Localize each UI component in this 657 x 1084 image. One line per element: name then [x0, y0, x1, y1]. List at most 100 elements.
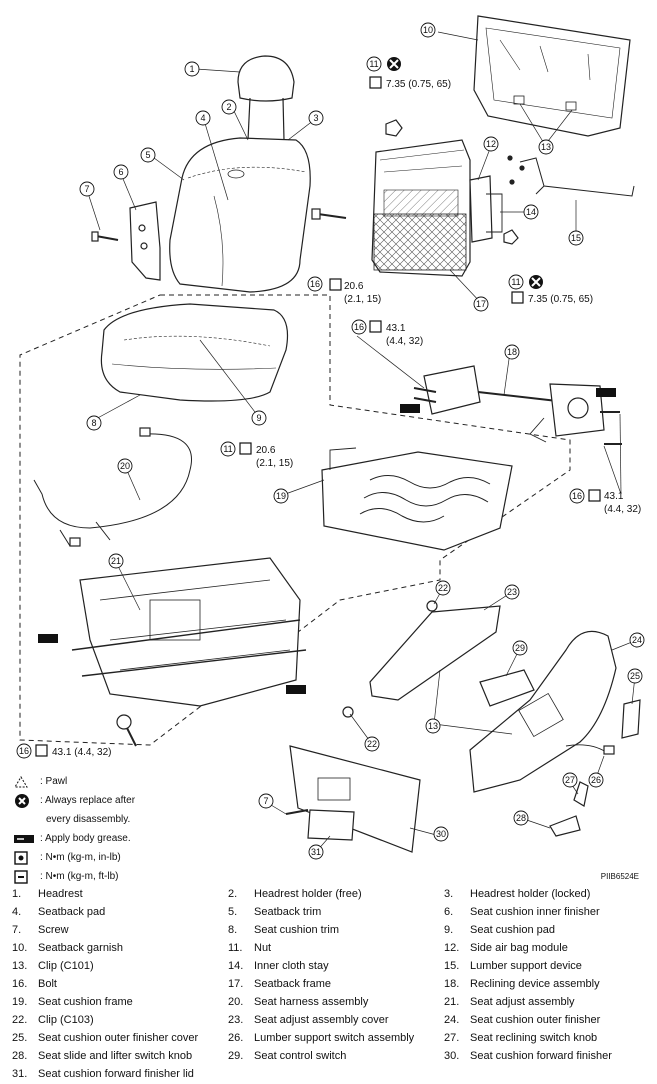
svg-text:11: 11	[369, 59, 378, 69]
part-name: Seat cushion outer finisher	[470, 1014, 601, 1026]
svg-text:6: 6	[118, 167, 123, 177]
svg-text:11: 11	[223, 444, 232, 454]
part-number: 24.	[444, 1014, 460, 1026]
part-name: Side air bag module	[470, 942, 568, 954]
svg-text:16: 16	[19, 746, 29, 756]
svg-text:1: 1	[189, 64, 194, 74]
grease-icon	[14, 834, 40, 844]
part-name: Seatback frame	[254, 978, 332, 990]
torque-icon-marks	[35, 76, 601, 757]
svg-text:2: 2	[226, 102, 231, 112]
svg-text:3: 3	[313, 113, 318, 123]
torque-ft-lb-icon	[14, 869, 40, 884]
part-name: Seat reclining switch knob	[470, 1032, 598, 1044]
part-item: 2. Headrest holder (free)	[228, 888, 362, 900]
part-number: 1.	[12, 888, 22, 900]
part-item: 4.Seatback pad	[12, 906, 105, 918]
part-item: 25.Seat cushion outer finisher cover	[12, 1032, 198, 1044]
legend-row-torque-ft-lb: : N•m (kg-m, ft-lb)	[14, 867, 264, 886]
part-name: Seat cushion trim	[254, 924, 339, 936]
grease-icon-marks	[38, 388, 616, 694]
svg-text:22: 22	[438, 583, 448, 593]
part-name: Seat cushion forward finisher lid	[38, 1068, 194, 1080]
part-item: 6.Seat cushion inner finisher	[444, 906, 600, 918]
svg-text:7: 7	[84, 184, 89, 194]
svg-text:21: 21	[111, 556, 121, 566]
part-item: 15. Lumber support device	[444, 960, 582, 972]
svg-text:22: 22	[367, 739, 377, 749]
part-name: Screw	[38, 924, 69, 936]
part-item: 10.Seatback garnish	[12, 942, 123, 954]
part-number: 19.	[12, 996, 28, 1008]
part-item: 7.Screw	[12, 924, 69, 936]
part-number: 6.	[444, 906, 454, 918]
part-name: Seat control switch	[254, 1050, 347, 1062]
part-name: Lumber support device	[470, 960, 582, 972]
part-item: 17.Seatback frame	[228, 978, 331, 990]
part-name: Headrest holder (locked)	[470, 888, 591, 900]
part-number: 31.	[12, 1068, 28, 1080]
svg-text:16: 16	[572, 491, 582, 501]
part-number: 8.	[228, 924, 238, 936]
svg-text:5: 5	[145, 150, 150, 160]
part-item: 13.Clip (C101)	[12, 960, 94, 972]
part-number: 18.	[444, 978, 460, 990]
headrest	[237, 55, 295, 102]
part-name: Headrest holder (free)	[254, 888, 362, 900]
part-item: 5. Seatback trim	[228, 906, 321, 918]
part-name: Seat cushion pad	[470, 924, 556, 936]
part-number: 3.	[444, 888, 454, 900]
part-item: 23.Seat adjust assembly cover	[228, 1014, 389, 1026]
cushion-group-outline	[19, 294, 571, 746]
part-item: 19. Seat cushion frame	[12, 996, 133, 1008]
part-name: Seat cushion forward finisher	[470, 1050, 612, 1062]
part-number: 27.	[444, 1032, 460, 1044]
part-item: 30.Seat cushion forward finisher	[444, 1050, 612, 1062]
svg-text:14: 14	[526, 207, 536, 217]
part-number: 15.	[444, 960, 460, 972]
svg-text:11: 11	[511, 277, 520, 287]
part-name: Seatback trim	[254, 906, 322, 918]
part-name: Seat cushion frame	[38, 996, 133, 1008]
part-number: 2.	[228, 888, 238, 900]
part-name: Seatback pad	[38, 906, 106, 918]
part-name: Seat adjust assembly cover	[254, 1014, 389, 1026]
part-name: Headrest	[38, 888, 83, 900]
part-number: 21.	[444, 996, 460, 1008]
svg-text:13: 13	[541, 142, 551, 152]
part-item: 21.Seat adjust assembly	[444, 996, 575, 1008]
svg-text:17: 17	[476, 299, 486, 309]
svg-text:15: 15	[571, 233, 581, 243]
pawl-icon	[14, 775, 40, 788]
part-number: 5.	[228, 906, 238, 918]
torque-bolt-seatback-alt: (2.1, 15)	[344, 294, 381, 305]
part-number: 22.	[12, 1014, 28, 1026]
svg-text:9: 9	[256, 413, 261, 423]
svg-text:30: 30	[436, 829, 446, 839]
figure-id: PIIB6524E	[600, 872, 639, 881]
svg-text:16: 16	[354, 322, 364, 332]
part-item: 12.Side air bag module	[444, 942, 568, 954]
seat-cushion-inner-finisher	[129, 201, 161, 281]
legend-row-torque-in-lb: : N•m (kg-m, in-lb)	[14, 848, 264, 867]
seat-cushion-forward-finisher	[289, 745, 421, 853]
legend-row-pawl: : Pawl	[14, 772, 264, 791]
seat-cushion	[100, 303, 289, 402]
part-number: 29.	[228, 1050, 244, 1062]
part-item: 11.Nut	[228, 942, 271, 954]
part-number: 20.	[228, 996, 244, 1008]
torque-nut-lower: 7.35 (0.75, 65)	[528, 294, 593, 305]
svg-text:29: 29	[515, 643, 525, 653]
svg-text:31: 31	[311, 847, 321, 857]
part-name: Inner cloth stay	[254, 960, 329, 972]
side-airbag-module	[469, 175, 493, 243]
part-item: 9.Seat cushion pad	[444, 924, 555, 936]
torque-nut-cushion: 20.6	[256, 445, 276, 456]
part-number: 11.	[228, 942, 243, 954]
part-item: 14.Inner cloth stay	[228, 960, 329, 972]
torque-nut-upper: 7.35 (0.75, 65)	[386, 79, 451, 90]
svg-text:19: 19	[276, 491, 286, 501]
callout-numbers	[16, 22, 645, 860]
part-item: 22.Clip (C103)	[12, 1014, 94, 1026]
seat-adjust-assembly-cover	[369, 605, 501, 701]
